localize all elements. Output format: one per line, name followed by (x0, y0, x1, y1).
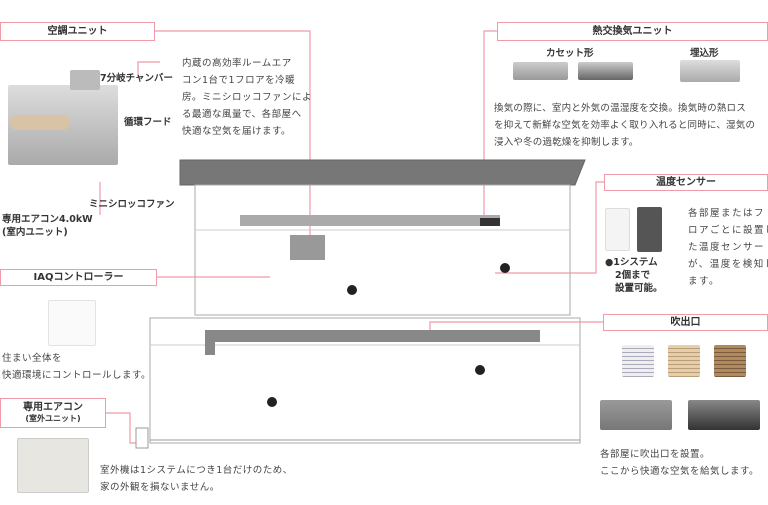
line: 設置可能。 (615, 283, 663, 294)
fan-caption: ミニシロッコファン (89, 199, 175, 210)
line: 2個まで (615, 270, 651, 281)
person-icon (475, 365, 485, 375)
chamber-image (70, 70, 100, 90)
outlet-grille-brown (714, 345, 746, 377)
ac-unit-title: 空調ユニット (47, 25, 108, 37)
sensor-title: 温度センサー (656, 176, 716, 188)
outdoor-label: 専用エアコン(室外ユニット) (0, 398, 106, 428)
upper-duct (240, 215, 500, 226)
indoor-caption: 専用エアコン4.0kW (室内ユニット) (2, 213, 93, 239)
iaq-label: IAQコントローラー (0, 269, 157, 286)
line: 快適な空気を届けます。 (182, 126, 292, 137)
sensor-note: ●1システム 2個まで設置可能。 (605, 256, 663, 295)
line: ロアごとに設置し (688, 225, 768, 236)
line: 快適環境にコントロールします。 (2, 370, 152, 381)
hx-unit-description: 換気の際に、室内と外気の温湿度を交換。換気時の熱ロスを抑えて新鮮な空気を効率よく… (494, 100, 755, 151)
person-icon (347, 285, 357, 295)
line: 内蔵の高効率ルームエア (182, 58, 292, 69)
line: を抑えて新鮮な空気を効率よく取り入れると同時に、湿気の (494, 120, 756, 131)
iaq-description: 住まい全体を快適環境にコントロールします。 (2, 350, 151, 384)
line: 房。ミニシロッコファンによ (182, 92, 313, 103)
hood-caption: 循環フード (124, 117, 172, 128)
outlet-box-light (600, 400, 672, 430)
cassette-image-2 (578, 62, 633, 80)
embedded-image (680, 60, 740, 82)
outlet-grille-beige (668, 345, 700, 377)
indoor-sub: (室内ユニット) (2, 227, 68, 238)
line: 換気の際に、室内と外気の温湿度を交換。換気時の熱ロス (494, 103, 746, 114)
line: が、温度を検知し (688, 259, 768, 270)
outdoor-subtitle: (室外ユニット) (25, 414, 81, 424)
iaq-title: IAQコントローラー (33, 271, 124, 283)
person-icon (500, 263, 510, 273)
outlet-label: 吹出口 (603, 314, 768, 331)
outlet-description: 各部屋に吹出口を設置。ここから快適な空気を給気します。 (600, 446, 759, 480)
outlet-title: 吹出口 (670, 316, 701, 328)
duct (205, 330, 540, 355)
sensor-description: 各部屋またはフロアごとに設置した温度センサーが、温度を検知します。 (688, 205, 768, 290)
iaq-controller-image (48, 300, 96, 346)
line: た温度センサー (688, 242, 766, 253)
sensor-dark-image (637, 207, 662, 252)
line: 室外機は1システムにつき1台だけのため、 (100, 465, 293, 476)
line: 浸入や冬の過乾燥を抑制します。 (494, 137, 639, 148)
line: ます。 (688, 276, 721, 287)
line: ●1システム (605, 257, 658, 268)
line: 各部屋またはフ (688, 208, 766, 219)
outdoor-title: 専用エアコン (23, 402, 83, 414)
outdoor-description: 室外機は1システムにつき1台だけのため、家の外観を損ないません。 (100, 462, 293, 496)
hx-unit-title: 熱交換気ユニット (592, 25, 673, 37)
cassette-image-1 (513, 62, 568, 80)
line: 住まい全体を (2, 353, 63, 364)
sensor-label: 温度センサー (604, 174, 768, 191)
pipe-image (10, 115, 70, 130)
ac-unit-description: 内蔵の高効率ルームエアコン1台で1フロアを冷暖房。ミニシロッコファンによる最適な… (182, 55, 312, 140)
outdoor-unit-mini (135, 427, 149, 449)
line: ここから快適な空気を給気します。 (600, 466, 760, 477)
person-icon (267, 397, 277, 407)
line: 各部屋に吹出口を設置。 (600, 449, 711, 460)
cassette-caption: カセット形 (546, 48, 594, 59)
indoor-name: 専用エアコン4.0kW (2, 214, 93, 225)
hx-unit-icon (480, 218, 500, 226)
hx-unit-label: 熱交換気ユニット (497, 22, 768, 41)
line: コン1台で1フロアを冷暖 (182, 75, 296, 86)
ac-unit-label: 空調ユニット (0, 22, 155, 41)
outdoor-unit-image (17, 438, 89, 493)
outlet-box-dark (688, 400, 760, 430)
ac-unit-icon (290, 235, 325, 260)
leader-lines (99, 30, 604, 444)
line: 家の外観を損ないません。 (100, 482, 220, 493)
outlet-grille-white (622, 345, 654, 377)
line: る最適な風量で、各部屋へ (182, 109, 302, 120)
sensor-white-image (605, 208, 630, 251)
chamber-caption: 7分岐チャンバー (100, 73, 174, 84)
embedded-caption: 埋込形 (690, 48, 719, 59)
